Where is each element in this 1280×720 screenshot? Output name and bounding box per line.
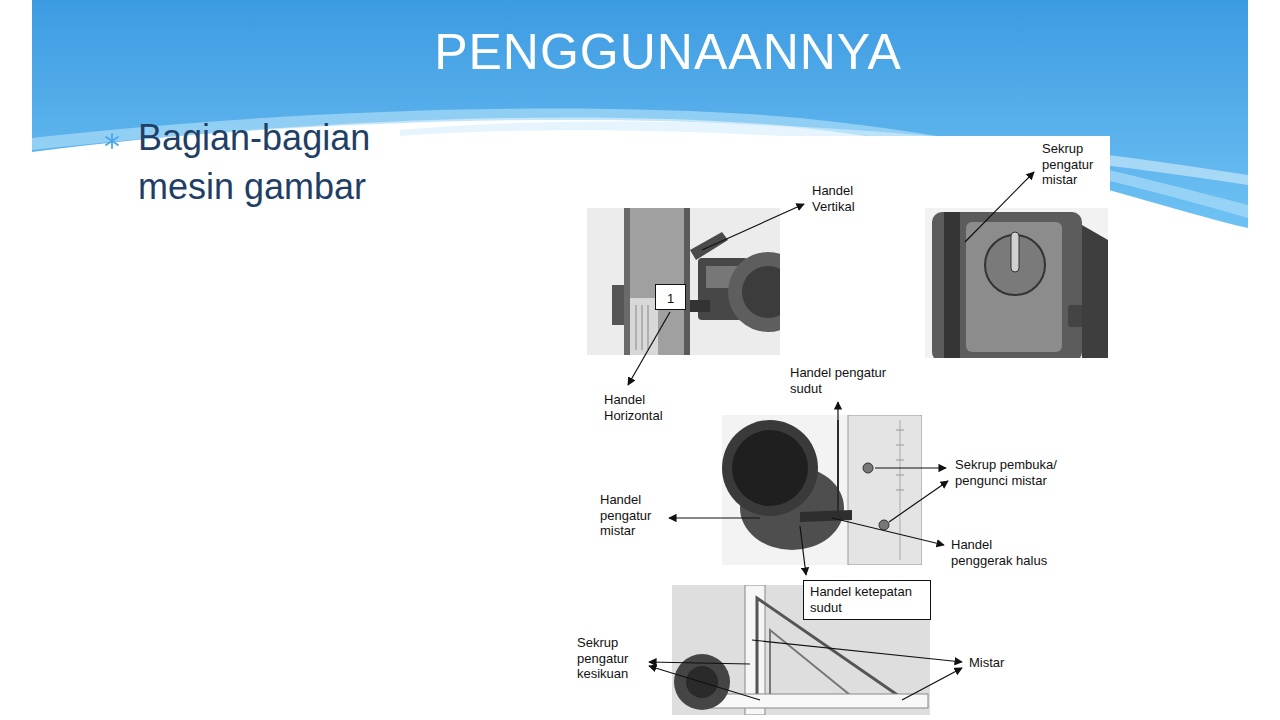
label-wrap: Sekrup pengatur mistar — [1042, 141, 1106, 188]
part-label: Sekrup pengatur kesikuan — [577, 635, 643, 682]
part-label: Sekrup pembuka/ pengunci mistar — [955, 457, 1081, 488]
photo-head-handles — [587, 208, 780, 355]
photo-ruler-screw — [925, 208, 1108, 358]
leader-line — [628, 172, 1034, 700]
label-wrap: Handel Vertikal — [812, 183, 874, 214]
callout-box: Handel ketepatan sudut — [803, 580, 931, 620]
slide-title: PENGGUNAANNYA — [300, 22, 1036, 82]
label-wrap: Handel Horizontal — [604, 392, 678, 423]
label-wrap: Handel penggerak halus — [951, 537, 1053, 568]
title-wrap: PENGGUNAANNYA — [300, 22, 1036, 82]
node-text: Handel ketepatan sudut — [810, 584, 924, 615]
bullet-mark — [106, 134, 118, 148]
photo-protractor-head — [722, 415, 922, 565]
part-label: Handel Horizontal — [604, 392, 678, 423]
part-label: Mistar — [969, 655, 1039, 671]
node-text: 1 — [667, 291, 674, 307]
part-label: Handel pengatur sudut — [790, 365, 904, 396]
label-wrap: Sekrup pengatur kesikuan — [577, 635, 643, 682]
label-wrap: Handel pengatur mistar — [600, 492, 662, 539]
part-label: Sekrup pengatur mistar — [1042, 141, 1106, 188]
label-wrap: Bagian-bagian mesin gambar — [138, 114, 408, 211]
picture-panel — [577, 136, 1110, 720]
bullet-text: Bagian-bagian mesin gambar — [138, 114, 408, 211]
label-wrap: Sekrup pembuka/ pengunci mistar — [955, 457, 1081, 488]
part-label: Handel Vertikal — [812, 183, 874, 214]
callout-number: 1 — [655, 284, 686, 310]
label-wrap: Mistar — [969, 655, 1039, 671]
label-wrap: Handel pengatur sudut — [790, 365, 904, 396]
part-label: Handel penggerak halus — [951, 537, 1053, 568]
part-label: Handel pengatur mistar — [600, 492, 662, 539]
